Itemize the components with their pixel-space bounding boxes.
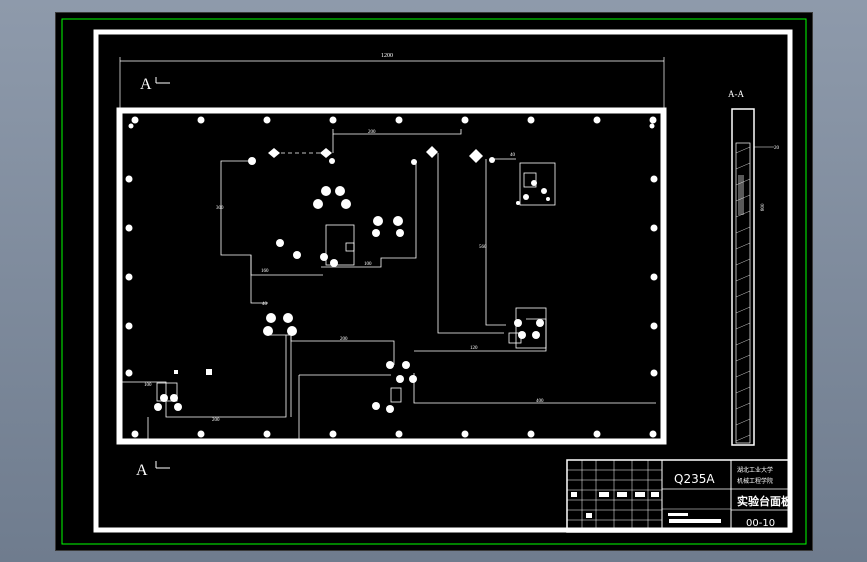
component-outlines [156,162,556,403]
outer-frame [61,18,807,545]
section-marker-bottom: A [136,461,170,479]
svg-text:100: 100 [364,262,372,267]
svg-text:100: 100 [144,383,152,388]
svg-text:200: 200 [340,337,348,342]
svg-text:300: 300 [216,206,224,211]
svg-text:1200: 1200 [381,53,393,59]
svg-text:560: 560 [479,245,487,250]
svg-text:400: 400 [536,399,544,404]
svg-text:200: 200 [212,418,220,423]
svg-text:A-A: A-A [728,89,744,99]
cad-viewport[interactable]: A A 1200 [55,12,813,551]
svg-text:200: 200 [368,130,376,135]
drawing-border [93,29,793,533]
svg-text:160: 160 [261,269,269,274]
valve-top-left [248,148,335,165]
valve-top-right [411,146,495,165]
svg-text:机械工程学院: 机械工程学院 [737,477,773,485]
dimension-labels: 200 300 100 160 560 40 40 100 200 400 20… [144,130,544,423]
component-clusters [154,146,556,413]
svg-text:40: 40 [262,302,268,307]
cluster-b [154,313,544,413]
svg-text:40: 40 [510,153,516,158]
overall-dimension: 1200 [119,53,665,109]
svg-text:00-10: 00-10 [746,518,775,529]
svg-text:A: A [136,462,148,479]
section-marker-top: A [140,76,170,93]
svg-text:120: 120 [470,346,478,351]
svg-text:Q235A: Q235A [674,472,715,486]
cluster-a [276,186,404,267]
section-view: A-A 20 800 [728,89,780,446]
component-right-top [516,180,550,205]
mounting-holes [125,116,658,438]
svg-text:800: 800 [761,203,766,211]
pipe-routes [122,129,656,439]
svg-text:20: 20 [774,146,780,151]
svg-text:A: A [140,76,152,93]
main-panel [116,107,667,445]
svg-text:实验台面板: 实验台面板 [737,494,793,508]
title-block: Q235A 湖北工业大学 机械工程学院 实验台面板 00-10 [566,459,793,533]
svg-text:湖北工业大学: 湖北工业大学 [737,466,773,474]
drawing-canvas: A A 1200 [61,18,807,545]
